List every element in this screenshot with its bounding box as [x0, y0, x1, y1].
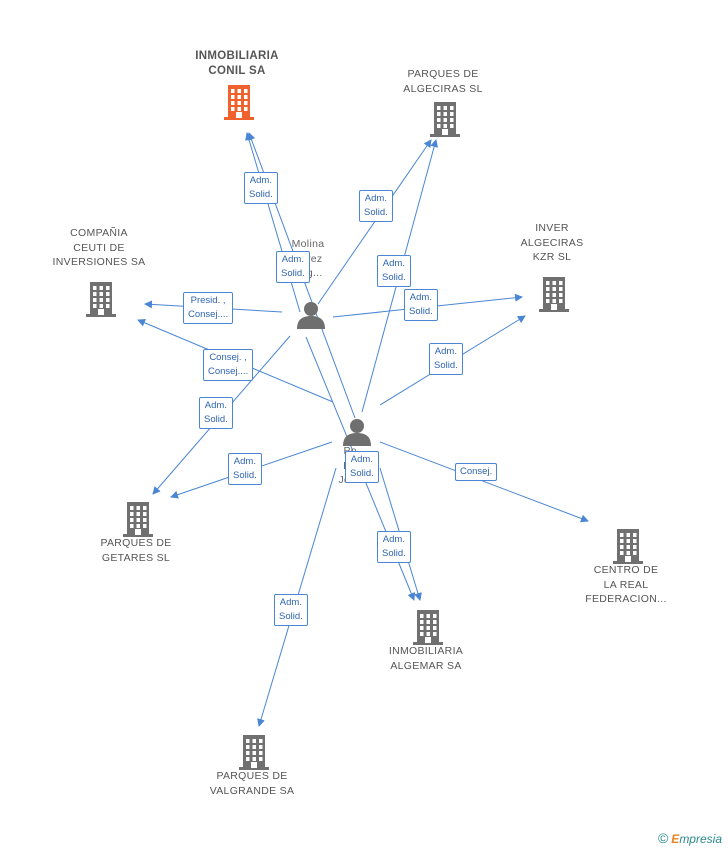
company-label-line: GETARES SL	[101, 551, 171, 564]
edge-role-text: Consej. ,	[209, 352, 247, 363]
edge-role-label[interactable]: Adm. Solid.	[244, 172, 278, 204]
edge-role-text: Solid.	[279, 611, 303, 622]
company-label[interactable]: PARQUES DE GETARES SL	[61, 536, 211, 565]
company-label-line: CEUTI DE	[73, 241, 125, 254]
person-label-line: Molina	[291, 238, 325, 250]
company-label[interactable]: PARQUES DE VALGRANDE SA	[177, 769, 327, 798]
edge-role-label[interactable]: Adm. Solid.	[359, 190, 393, 222]
company-building-icon[interactable]	[411, 609, 445, 650]
edge-role-text: Solid.	[281, 268, 305, 279]
edge-role-label[interactable]: Adm. Solid.	[429, 343, 463, 375]
edge-role-label[interactable]: Consej.	[455, 463, 498, 481]
edge-line	[245, 132, 301, 313]
edge-role-text: Solid.	[382, 272, 406, 283]
edge-line	[379, 441, 589, 523]
edge-role-text: Solid.	[233, 470, 257, 481]
edge-role-label[interactable]: Adm. Solid.	[276, 251, 310, 283]
brand-name: mpresia	[679, 832, 722, 846]
company-label[interactable]: INMOBILIARIA ALGEMAR SA	[351, 644, 501, 673]
company-label[interactable]: INMOBILIARIA CONIL SA	[162, 49, 312, 78]
company-label-line: ALGECIRAS	[520, 236, 584, 249]
company-label-line: INVERSIONES SA	[52, 256, 146, 268]
company-label[interactable]: COMPAÑIA CEUTI DE INVERSIONES SA	[24, 226, 174, 270]
company-label-line: INVER	[535, 222, 569, 234]
edge-role-text: Presid. ,	[190, 295, 226, 306]
edge-role-text: Adm.	[382, 258, 405, 269]
edge-role-text: Solid.	[350, 468, 374, 479]
company-label-line: INMOBILIARIA	[388, 645, 464, 657]
edge-role-text: Adm.	[233, 456, 256, 467]
company-label-line: CENTRO DE	[593, 564, 659, 576]
edge-role-label[interactable]: Adm. Solid.	[377, 531, 411, 563]
person-icon[interactable]	[342, 418, 372, 451]
edge-role-text: Consej....	[188, 309, 229, 320]
edge-role-label[interactable]: Adm. Solid.	[345, 451, 379, 483]
edge-role-text: Solid.	[434, 360, 458, 371]
edge-role-text: Adm.	[204, 400, 227, 411]
company-label-line: KZR SL	[532, 251, 572, 263]
edge-role-label[interactable]: Adm. Solid.	[228, 453, 262, 485]
company-building-icon[interactable]	[537, 276, 571, 317]
company-label-line: CONIL SA	[208, 64, 266, 77]
edge-role-text: Adm.	[281, 254, 304, 265]
edge-role-text: Adm.	[279, 597, 302, 608]
company-label-line: INMOBILIARIA	[195, 50, 279, 62]
edge-role-text: Adm.	[382, 534, 405, 545]
copyright-icon: ©	[657, 830, 669, 846]
company-label-line: ALGECIRAS SL	[403, 82, 483, 95]
company-building-icon[interactable]	[121, 501, 155, 542]
edge-role-text: Solid.	[204, 414, 228, 425]
edge-line	[317, 139, 432, 305]
edge-role-label[interactable]: Adm. Solid.	[274, 594, 308, 626]
company-building-icon[interactable]	[222, 84, 256, 125]
company-label-line: VALGRANDE SA	[209, 784, 295, 797]
edge-role-text: Consej.	[460, 466, 493, 477]
company-label-line: PARQUES DE	[407, 68, 479, 80]
edge-role-text: Solid.	[364, 207, 388, 218]
edge-role-text: Solid.	[409, 306, 433, 317]
edge-role-text: Consej....	[208, 366, 249, 377]
company-label[interactable]: CENTRO DE LA REAL FEDERACION...	[551, 563, 701, 607]
footer-brand: ©Empresia	[658, 830, 722, 846]
company-label-line: LA REAL	[603, 578, 649, 591]
edge-role-text: Adm.	[249, 175, 272, 186]
company-building-icon[interactable]	[611, 528, 645, 569]
edge-role-text: Adm.	[364, 193, 387, 204]
company-label[interactable]: INVER ALGECIRAS KZR SL	[477, 221, 627, 265]
company-building-icon[interactable]	[84, 281, 118, 322]
edge-role-text: Adm.	[434, 346, 457, 357]
edge-role-text: Adm.	[350, 454, 373, 465]
edge-role-label[interactable]: Adm. Solid.	[199, 397, 233, 429]
person-icon[interactable]	[296, 301, 326, 334]
company-building-icon[interactable]	[237, 734, 271, 775]
company-label-line: ALGEMAR SA	[390, 659, 462, 672]
edge-role-label[interactable]: Presid. , Consej....	[183, 292, 234, 324]
edge-role-label[interactable]: Adm. Solid.	[377, 255, 411, 287]
company-label-line: COMPAÑIA	[70, 227, 128, 239]
company-label-line: PARQUES DE	[100, 537, 172, 549]
company-label-line: PARQUES DE	[216, 770, 288, 782]
edge-role-label[interactable]: Consej. , Consej....	[203, 349, 254, 381]
brand-initial: E	[671, 832, 680, 846]
edge-role-text: Adm.	[409, 292, 432, 303]
edge-role-text: Solid.	[382, 548, 406, 559]
company-building-icon[interactable]	[428, 101, 462, 142]
company-label[interactable]: PARQUES DE ALGECIRAS SL	[368, 67, 518, 96]
edge-role-label[interactable]: Adm. Solid.	[404, 289, 438, 321]
edge-role-text: Solid.	[249, 189, 273, 200]
company-label-line: FEDERACION...	[585, 593, 667, 605]
